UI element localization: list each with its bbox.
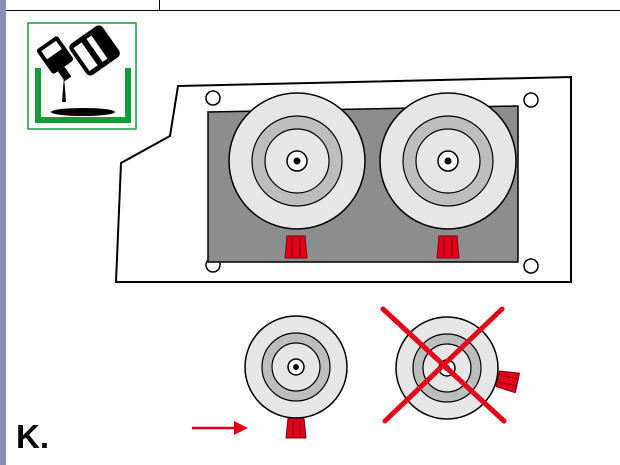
step-label: K.: [16, 418, 49, 455]
arrow-right-icon: [192, 421, 248, 435]
correct-roller-example: [244, 315, 348, 439]
top-frame-divider: [159, 0, 160, 11]
page-edge-bar: [0, 0, 6, 465]
left-feed-roller: [228, 92, 366, 259]
red-cross-icon: [380, 306, 507, 424]
oil-can-lubrication-icon: [27, 22, 137, 130]
right-feed-roller: [379, 92, 517, 259]
top-frame: [6, 0, 620, 11]
incorrect-roller-example: [395, 316, 521, 420]
screw-hole: [205, 90, 221, 106]
screw-hole: [523, 92, 539, 108]
screw-hole: [523, 258, 539, 274]
